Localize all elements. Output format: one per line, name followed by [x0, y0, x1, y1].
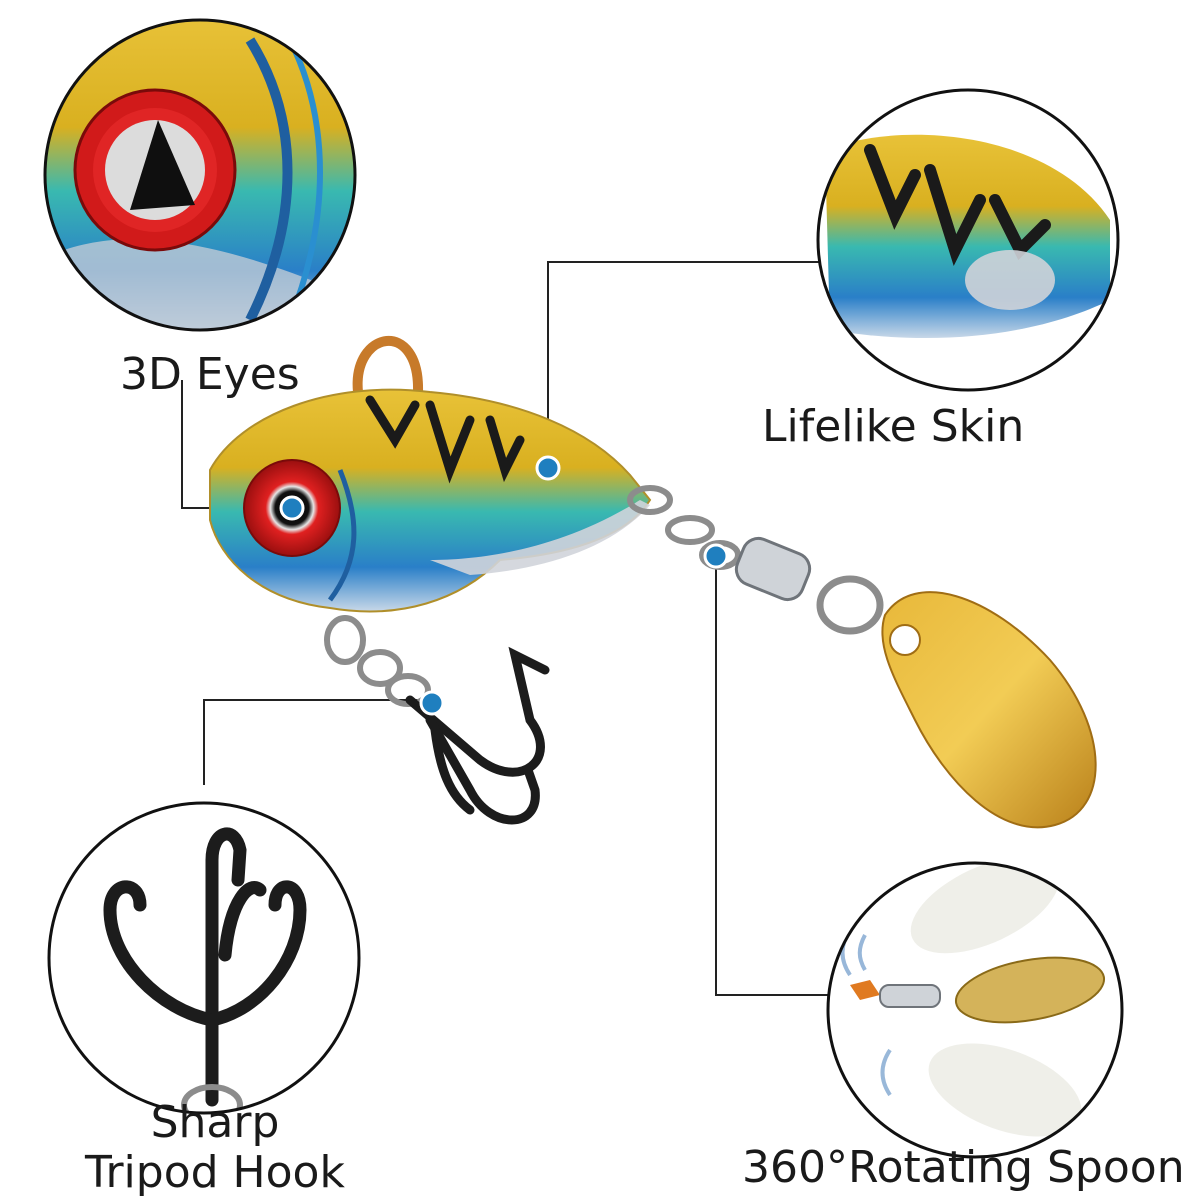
circle-border-spoon — [826, 861, 1124, 1159]
swivel-barrel — [734, 536, 812, 602]
label-3d-eyes: 3D Eyes — [120, 349, 300, 400]
marker-swivel — [703, 543, 729, 569]
zoom-circle-eyes — [43, 18, 357, 332]
leader-line-hook — [203, 699, 432, 785]
label-rotating-spoon: 360°Rotating Spoon — [742, 1142, 1185, 1193]
belly-ring — [324, 615, 431, 707]
zoom-circle-skin — [816, 88, 1120, 392]
leader-line-skin — [547, 261, 820, 466]
marker-hook — [419, 690, 445, 716]
circle-border-eyes — [43, 18, 357, 332]
treble-hook — [405, 646, 550, 825]
spoon-blade — [881, 591, 1097, 829]
marker-skin — [535, 455, 561, 481]
chain-swivel — [627, 485, 741, 570]
label-hook-line1: Sharp — [150, 1097, 280, 1148]
markers — [279, 455, 729, 716]
label-lifelike-skin: Lifelike Skin — [762, 401, 1025, 452]
label-hook-line2: Tripod Hook — [85, 1147, 345, 1198]
label-sharp-tripod-hook: Sharp Tripod Hook — [60, 1098, 370, 1198]
body-stripes — [365, 395, 525, 484]
circle-border-skin — [816, 88, 1120, 392]
marker-eyes — [279, 495, 305, 521]
zoom-circle-spoon — [826, 861, 1124, 1159]
lure-main — [209, 335, 1097, 829]
zoom-circle-hook — [47, 801, 361, 1115]
line-tie — [352, 335, 424, 393]
circle-border-hook — [47, 801, 361, 1115]
leader-line-spoon — [715, 556, 830, 996]
